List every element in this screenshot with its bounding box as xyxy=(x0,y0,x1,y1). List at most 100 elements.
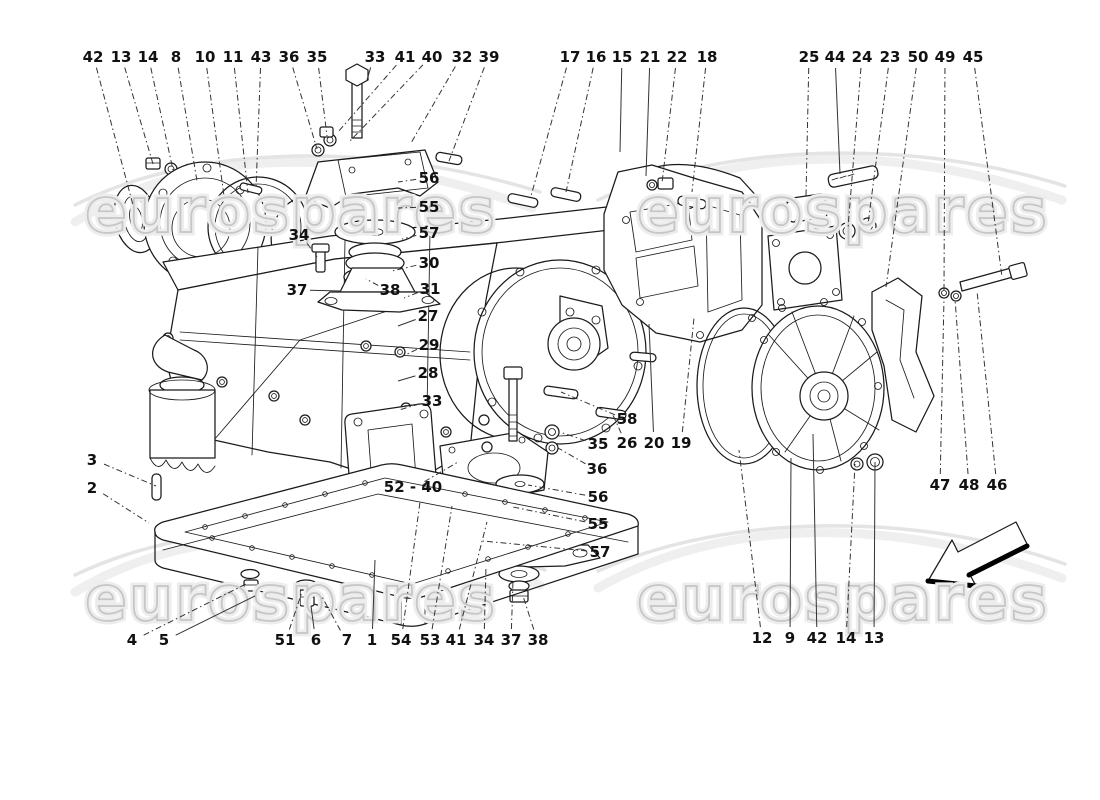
part-callout-15-16: 15 xyxy=(612,48,633,66)
nut-35b xyxy=(544,424,560,440)
right-bracket xyxy=(871,261,1028,433)
part-callout-38-31: 38 xyxy=(380,281,401,299)
leader-line-47-51 xyxy=(939,297,945,475)
leader-line-36-7 xyxy=(292,67,318,150)
bolt-33-head xyxy=(345,63,369,87)
leader-line-34-29 xyxy=(306,243,318,258)
leader-line-33-9 xyxy=(366,67,372,81)
part-callout-1-59: 1 xyxy=(367,631,377,649)
leader-line-37-30 xyxy=(309,289,342,292)
part-callout-13-70: 13 xyxy=(864,629,885,647)
leader-line-43-6 xyxy=(255,67,262,190)
part-callout-41-10: 41 xyxy=(395,48,416,66)
direction-arrow xyxy=(925,521,1030,589)
leader-line-14-2 xyxy=(150,67,174,171)
drain-plug-6 xyxy=(299,589,315,607)
leader-line-57-46 xyxy=(482,540,588,552)
leader-line-13-1 xyxy=(124,67,154,165)
part-callout-38-65: 38 xyxy=(528,631,549,649)
leader-line-13-70 xyxy=(873,461,876,628)
watermark-text-bottom-left: eurospares eurospares xyxy=(82,559,499,639)
stud-3 xyxy=(151,473,162,501)
leader-line-49-25 xyxy=(943,67,946,291)
leader-line-31-36 xyxy=(403,292,418,299)
part-callout-45-26: 45 xyxy=(963,48,984,66)
oil-pan xyxy=(154,463,639,627)
leader-line-21-17 xyxy=(645,67,651,177)
part-callout-37-64: 37 xyxy=(501,631,522,649)
part-callout-34-63: 34 xyxy=(474,631,495,649)
part-callout-55-33: 55 xyxy=(419,198,440,216)
oil-filter xyxy=(148,334,216,473)
part-callout-41-62: 41 xyxy=(446,631,467,649)
leader-line-56-32 xyxy=(397,178,417,183)
part-callout-40-11: 40 xyxy=(422,48,443,66)
watermark-text-top-left: eurospares eurospares xyxy=(82,171,499,251)
leader-line-54-60 xyxy=(402,501,421,630)
part-callout-18-19: 18 xyxy=(697,48,718,66)
part-callout-31-36: 31 xyxy=(420,280,441,298)
part-callout-2-28: 2 xyxy=(87,479,97,497)
leader-line-22-18 xyxy=(661,67,676,184)
bolt-46-head xyxy=(1008,261,1028,281)
svg-text:eurospares: eurospares xyxy=(85,562,497,635)
top-mount-assembly xyxy=(304,63,463,313)
part-callout-19-50: 19 xyxy=(671,434,692,452)
leader-line-58-47 xyxy=(560,391,616,416)
part-callout-14-2: 14 xyxy=(138,48,159,66)
part-callout-37-30: 37 xyxy=(287,281,308,299)
leader-line-37-64 xyxy=(510,579,514,630)
nut-36b xyxy=(545,441,559,455)
part-callout-42-0: 42 xyxy=(83,48,104,66)
part-callout-57-34: 57 xyxy=(419,224,440,242)
cap-nut-23 xyxy=(859,217,877,235)
part-callout-25-20: 25 xyxy=(799,48,820,66)
part-callout-35-8: 35 xyxy=(307,48,328,66)
washer-48 xyxy=(950,290,962,302)
svg-text:eurospares: eurospares xyxy=(85,174,497,247)
part-callout-43-6: 43 xyxy=(251,48,272,66)
part-callout-4-54: 4 xyxy=(127,631,137,649)
part-callout-23-23: 23 xyxy=(880,48,901,66)
part-callout-52-40-41: 52 - 40 xyxy=(384,478,442,496)
leader-line-38-65 xyxy=(522,595,535,630)
part-callout-3-27: 3 xyxy=(87,451,97,469)
part-callout-9-67: 9 xyxy=(785,629,795,647)
leader-line-36-43 xyxy=(557,447,586,465)
part-callout-29-38: 29 xyxy=(419,336,440,354)
part-callout-39-13: 39 xyxy=(479,48,500,66)
leader-line-17-14 xyxy=(530,67,567,197)
leader-line-42-68 xyxy=(812,433,818,628)
part-callout-10-4: 10 xyxy=(195,48,216,66)
leader-line-45-26 xyxy=(974,67,1003,278)
leader-line-29-38 xyxy=(402,348,418,357)
stud-17 xyxy=(507,193,539,208)
case-studs xyxy=(507,187,582,208)
bolt-34 xyxy=(315,249,326,273)
nut-22 xyxy=(657,177,674,190)
leader-line-8-3 xyxy=(177,67,198,182)
part-callout-11-5: 11 xyxy=(223,48,244,66)
svg-text:eurospares: eurospares xyxy=(637,562,1049,635)
part-callout-53-61: 53 xyxy=(420,631,441,649)
leader-line-27-37 xyxy=(397,319,416,327)
part-callout-44-21: 44 xyxy=(825,48,846,66)
bolt-33-shaft xyxy=(351,79,363,139)
nut-35 xyxy=(319,126,334,138)
pan-gasket-2 xyxy=(154,463,639,599)
right-cover-assembly xyxy=(696,298,885,474)
rubber-mount xyxy=(339,267,416,293)
part-callout-21-17: 21 xyxy=(640,48,661,66)
washer-24 xyxy=(838,222,856,240)
washer-22 xyxy=(646,179,658,191)
stud-43 xyxy=(239,182,263,195)
leader-line-1-59 xyxy=(371,559,376,630)
mount-bracket xyxy=(304,149,439,209)
washer-4 xyxy=(240,568,260,580)
leader-line-3-27 xyxy=(103,463,157,487)
leader-line-15-16 xyxy=(619,67,623,153)
part-callout-17-14: 17 xyxy=(560,48,581,66)
part-callout-36-43: 36 xyxy=(587,460,608,478)
